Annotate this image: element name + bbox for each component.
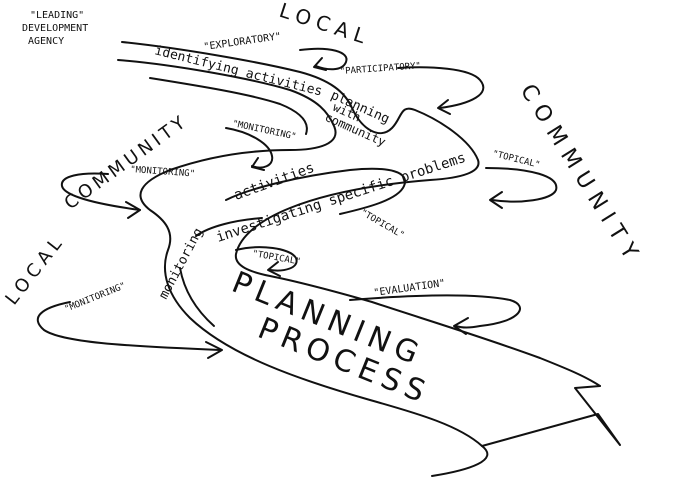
stage-label-monitoring-2: "MONITORING": [130, 165, 196, 180]
participatory-loop: [397, 66, 485, 109]
evaluation-arrowhead: [453, 317, 469, 335]
participatory-arrowhead: [437, 99, 451, 115]
flow-text-monitoring: monitoring: [156, 226, 206, 302]
monitoring-loop-2: [60, 172, 141, 211]
monitoring-arrowhead-1: [251, 157, 265, 171]
process-band-fold-1: [149, 77, 308, 135]
process-band-arrowhead: [481, 385, 621, 447]
monitoring-arrowhead-2: [125, 201, 141, 219]
stage-label-participatory: "PARTICIPATORY": [340, 61, 422, 77]
exploratory-loop: [299, 47, 348, 71]
stage-label-topical-2: "TOPICAL": [359, 208, 406, 241]
agency-label-line1: "LEADING": [30, 10, 84, 21]
topical-arrowhead-middle: [267, 261, 281, 277]
flow-text-activities: activities: [232, 160, 317, 204]
stage-label-monitoring-1: "MONITORING": [231, 119, 297, 142]
topical-loop-middle: [235, 246, 298, 272]
process-band-fold-3: [195, 217, 263, 237]
agency-label-line3: AGENCY: [28, 36, 64, 47]
process-band-fold-2: [225, 167, 407, 215]
exploratory-arrowhead: [313, 57, 327, 71]
process-band-lower-edge: [117, 59, 489, 477]
topical-arrowhead-right: [489, 191, 503, 209]
monitoring-loop-3: [36, 301, 221, 351]
community-label-left-lower: LOCAL: [1, 230, 69, 309]
evaluation-loop: [349, 294, 521, 329]
community-label-left-upper: COMMUNITY: [61, 110, 193, 214]
process-band-upper-edge: [121, 41, 601, 387]
process-band-fold-4: [179, 267, 215, 327]
monitoring-loop-1: [225, 127, 274, 169]
stage-label-topical-3: "TOPICAL": [251, 249, 301, 267]
community-label-top: LOCAL: [276, 0, 374, 50]
stage-label-monitoring-3: "MONITORING": [63, 281, 127, 315]
agency-label-line2: DEVELOPMENT: [22, 23, 88, 34]
topical-loop-right: [485, 167, 558, 203]
stage-label-exploratory: "EXPLORATORY": [203, 31, 282, 53]
community-label-right: COMMUNITY: [515, 80, 647, 270]
monitoring-arrowhead-3: [205, 341, 223, 359]
